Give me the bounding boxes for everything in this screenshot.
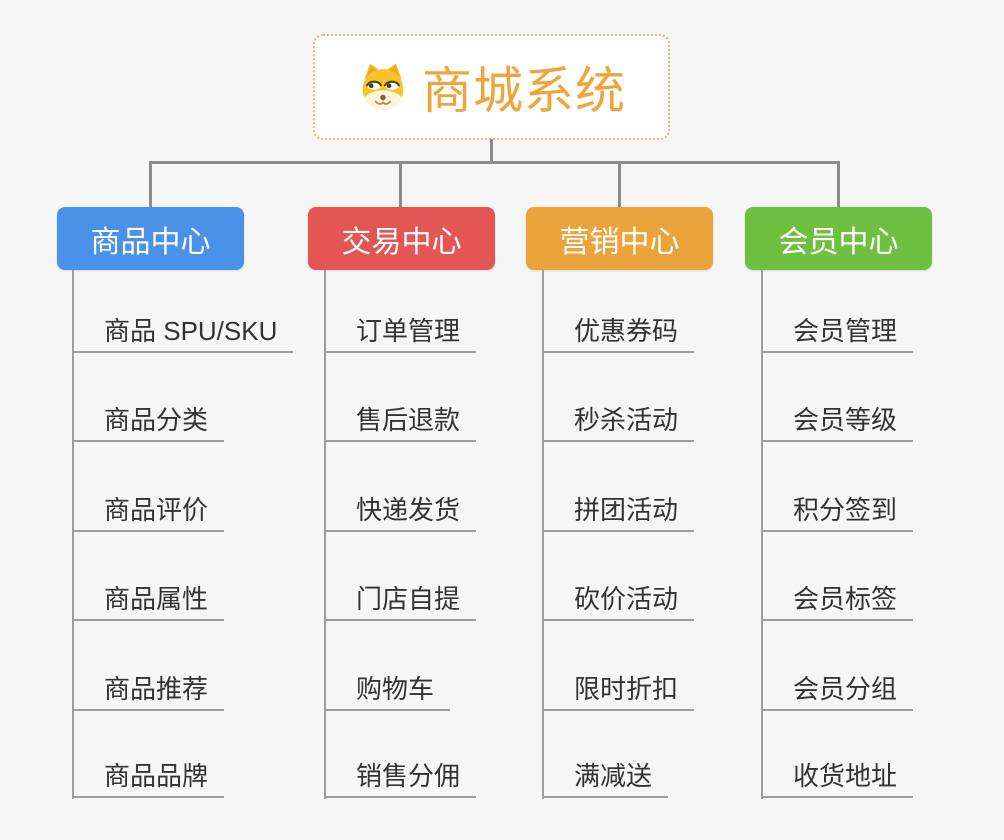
branch-label-trade-center: 交易中心 (341, 225, 462, 259)
connector-root-stem (490, 139, 493, 163)
leaf-node-product-attribute[interactable]: 商品属性 (72, 586, 225, 621)
leaf-node-full-reduction[interactable]: 满减送 (542, 763, 669, 798)
leaf-node-express-delivery[interactable]: 快递发货 (324, 497, 477, 532)
branch-node-marketing-center[interactable]: 营销中心 (526, 207, 713, 270)
leaf-node-member-level[interactable]: 会员等级 (761, 407, 914, 442)
root-node[interactable]: 商城系统 (313, 34, 670, 140)
connector-trunk-member (761, 270, 763, 799)
connector-drop-marketing (618, 161, 621, 208)
connector-trunk-product (72, 270, 74, 799)
leaf-node-shipping-address[interactable]: 收货地址 (761, 763, 914, 798)
connector-bus (149, 161, 840, 164)
leaf-node-sales-commission[interactable]: 销售分佣 (324, 763, 477, 798)
connector-trunk-trade (324, 270, 326, 799)
branch-label-marketing-center: 营销中心 (559, 225, 680, 259)
branch-label-member-center: 会员中心 (778, 225, 899, 259)
leaf-node-limited-time-discount[interactable]: 限时折扣 (542, 676, 695, 711)
root-title: 商城系统 (422, 63, 626, 119)
leaf-node-order-management[interactable]: 订单管理 (324, 318, 477, 353)
leaf-node-member-group[interactable]: 会员分组 (761, 676, 914, 711)
leaf-node-product-category[interactable]: 商品分类 (72, 407, 225, 442)
leaf-node-product-review[interactable]: 商品评价 (72, 497, 225, 532)
leaf-node-member-management[interactable]: 会员管理 (761, 318, 914, 353)
leaf-node-member-tag[interactable]: 会员标签 (761, 586, 914, 621)
branch-node-member-center[interactable]: 会员中心 (745, 207, 932, 270)
leaf-node-product-recommend[interactable]: 商品推荐 (72, 676, 225, 711)
leaf-node-points-checkin[interactable]: 积分签到 (761, 497, 914, 532)
branch-node-trade-center[interactable]: 交易中心 (308, 207, 495, 270)
leaf-node-product-spu-sku[interactable]: 商品 SPU/SKU (72, 318, 294, 353)
connector-drop-member (837, 161, 840, 208)
connector-trunk-marketing (542, 270, 544, 799)
branch-node-product-center[interactable]: 商品中心 (57, 207, 244, 270)
dog-face-icon (362, 63, 404, 110)
leaf-node-bargain-activity[interactable]: 砍价活动 (542, 586, 695, 621)
leaf-node-group-buy[interactable]: 拼团活动 (542, 497, 695, 532)
branch-label-product-center: 商品中心 (90, 225, 211, 259)
connector-drop-product (149, 161, 152, 208)
leaf-node-shopping-cart[interactable]: 购物车 (324, 676, 451, 711)
leaf-node-coupon-code[interactable]: 优惠券码 (542, 318, 695, 353)
leaf-node-store-pickup[interactable]: 门店自提 (324, 586, 477, 621)
leaf-node-aftersale-refund[interactable]: 售后退款 (324, 407, 477, 442)
leaf-node-flash-sale[interactable]: 秒杀活动 (542, 407, 695, 442)
leaf-node-product-brand[interactable]: 商品品牌 (72, 763, 225, 798)
connector-drop-trade (399, 161, 402, 208)
